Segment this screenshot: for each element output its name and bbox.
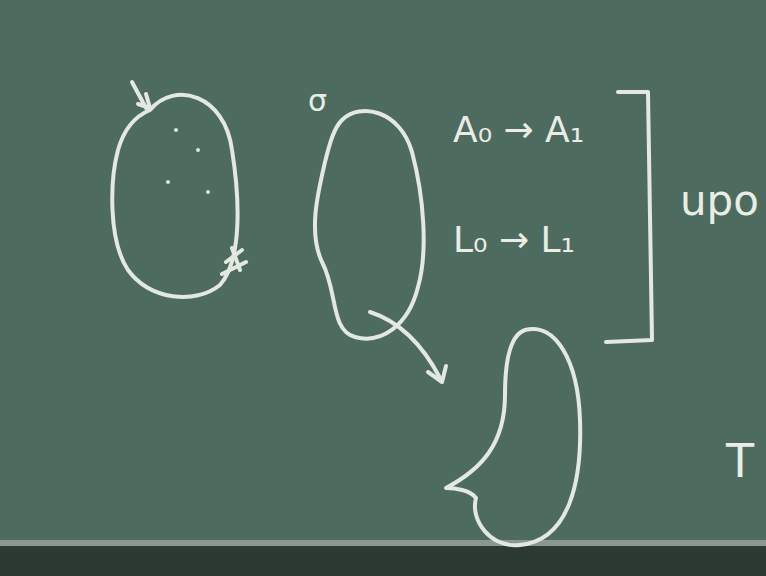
chalk-text: upo <box>680 180 759 222</box>
chalk-dot <box>196 148 200 152</box>
loop-arrow <box>222 248 246 274</box>
chalk-tray <box>0 545 766 576</box>
blob-region: σ <box>300 82 435 352</box>
chalk-dot <box>166 180 170 184</box>
deformed-loop <box>446 329 580 545</box>
closed-loop <box>112 95 237 297</box>
map-arrowhead <box>428 366 446 382</box>
blob-path <box>315 111 424 339</box>
chalk-text: T <box>726 438 754 484</box>
bracket <box>606 92 652 342</box>
chalk-text: A₀ → A₁ <box>453 112 584 148</box>
set-name: σ <box>308 86 327 116</box>
loop-arrow <box>132 82 150 108</box>
chalk-dot <box>206 190 210 194</box>
chalk-text: L₀ → L₁ <box>453 222 575 258</box>
blob-outline <box>300 82 435 352</box>
chalk-dot <box>174 128 178 132</box>
map-arrow <box>370 312 440 378</box>
tray-edge <box>0 540 766 546</box>
